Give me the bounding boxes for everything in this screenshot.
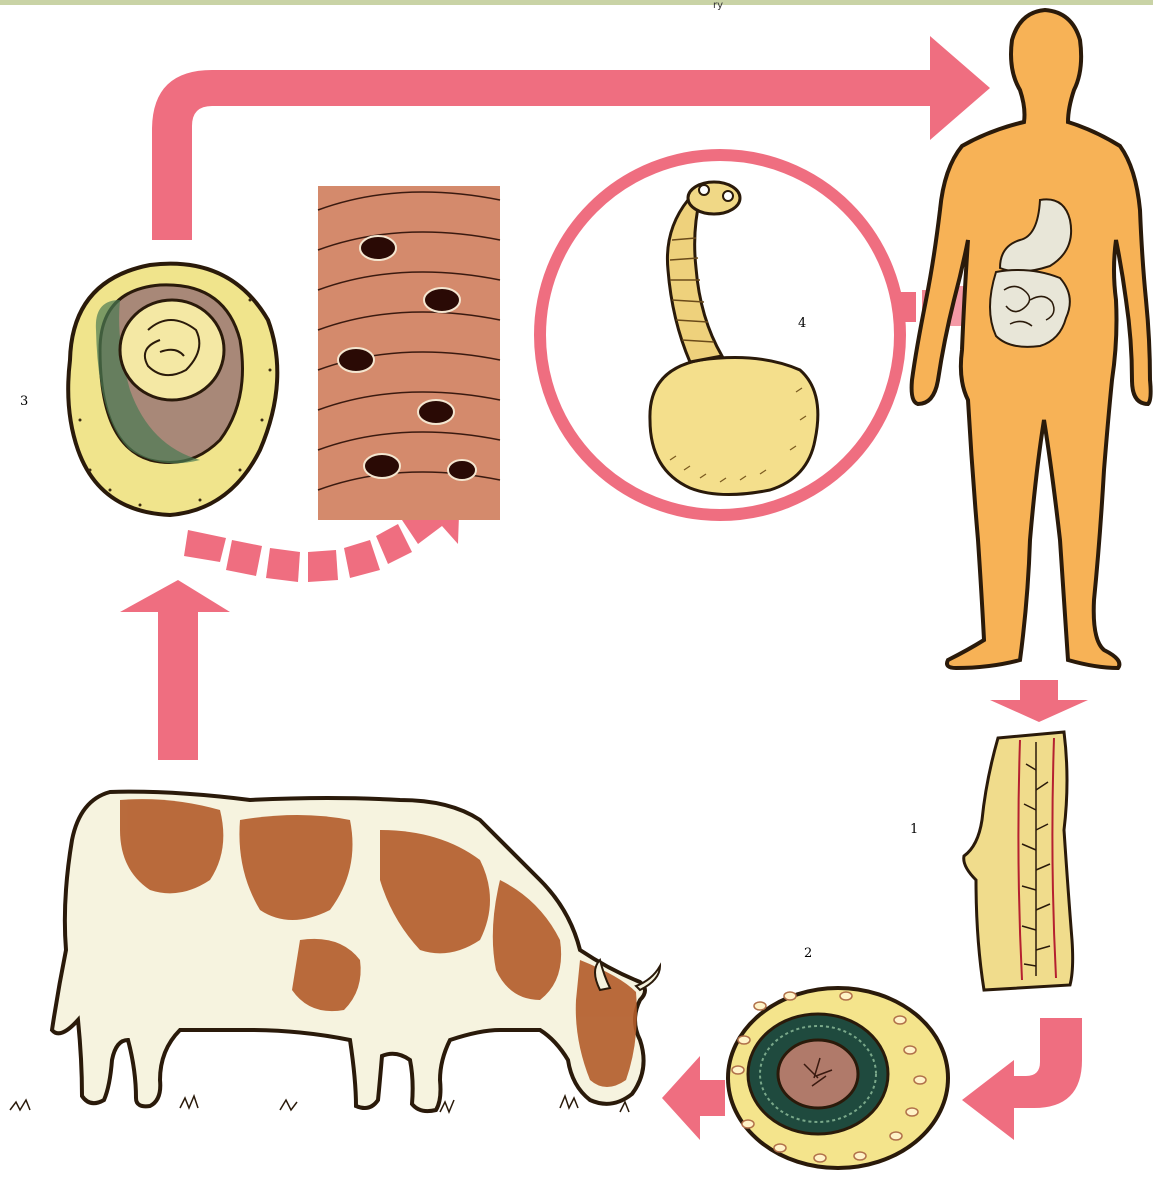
arrow-segment-to-egg [962,1018,1082,1140]
arrow-egg-to-cow [662,1056,725,1140]
cysticercus-icon [68,264,277,515]
arrow-to-human [152,36,990,240]
arrow-cow-to-cysticercus [120,580,230,760]
stage-label-4: 4 [798,316,806,331]
tapeworm-scolex-icon [540,155,900,515]
cow-icon [10,792,660,1112]
arrow-human-to-segment [990,680,1088,722]
stage-label-3: 3 [20,394,28,409]
stage-label-1: 1 [910,822,918,837]
stage-label-2: 2 [804,946,812,961]
tapeworm-egg-icon [728,988,948,1168]
muscle-tissue-icon [318,186,500,520]
tapeworm-segment-icon [964,732,1073,990]
